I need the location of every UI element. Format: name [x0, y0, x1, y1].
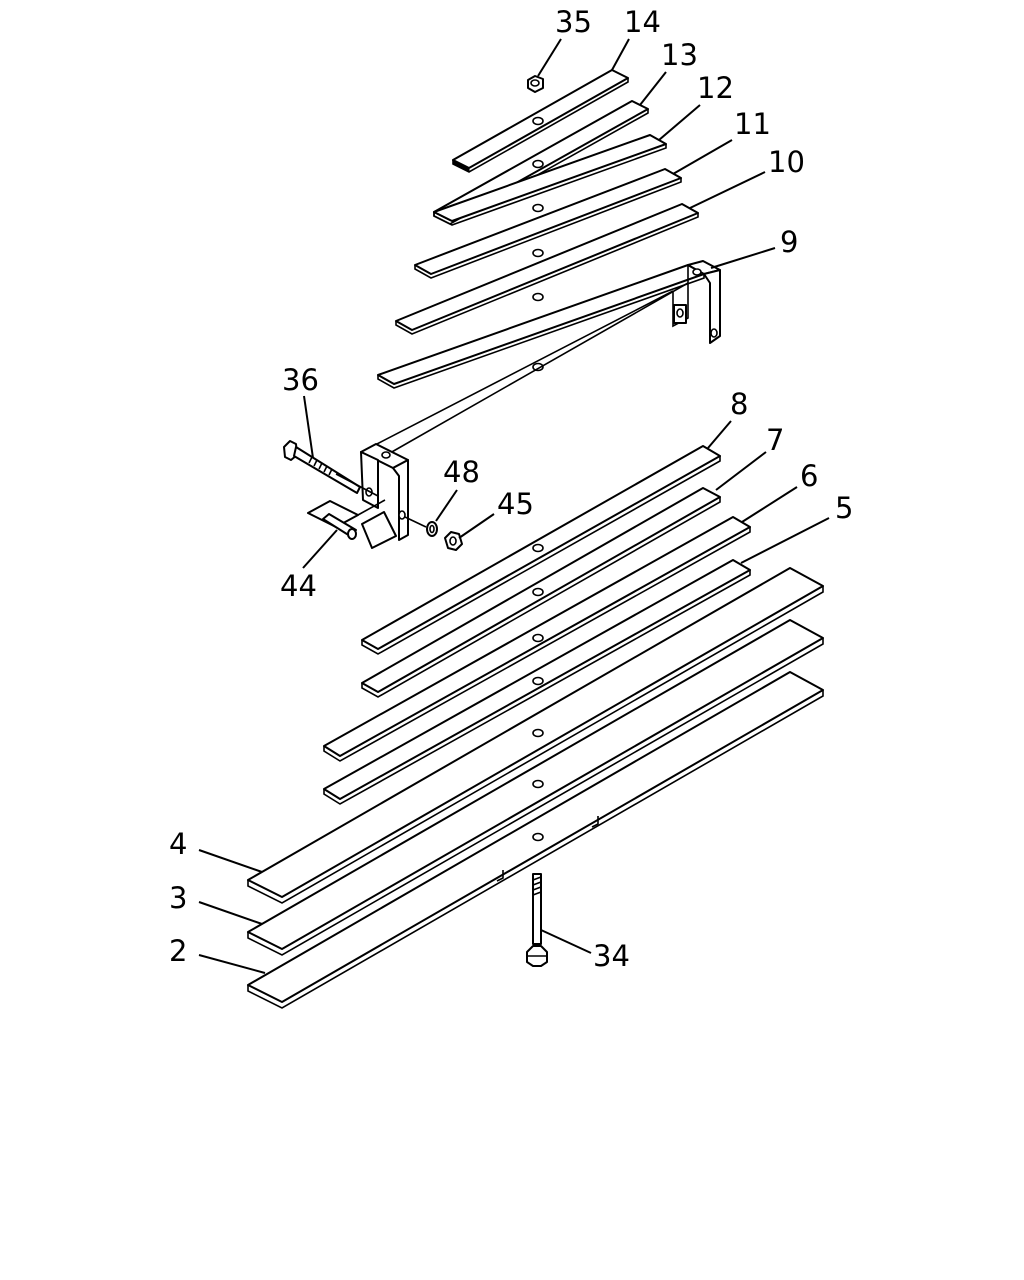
leader-45: [458, 513, 495, 539]
leader-7: [715, 451, 767, 491]
nut-35: [527, 75, 544, 93]
nut-45: [444, 531, 463, 551]
callouts: 35 14 13 12 11 10 9 36 8 7 6 5 48 45 44 …: [169, 5, 853, 973]
callout-6: 6: [800, 459, 818, 493]
leader-11: [672, 139, 733, 175]
shim-44: [307, 499, 397, 549]
callout-9: 9: [780, 225, 798, 259]
leader-14: [611, 38, 630, 71]
leaf-10: [395, 203, 699, 335]
callout-14: 14: [624, 5, 661, 39]
callout-35: 35: [555, 5, 592, 39]
leaf-14: [452, 69, 630, 173]
leader-35: [537, 38, 562, 77]
callout-7: 7: [766, 423, 784, 457]
callout-48: 48: [443, 455, 480, 489]
callout-34: 34: [593, 939, 630, 973]
leader-6: [741, 486, 798, 523]
center-bolt-34: [526, 873, 548, 967]
leader-3: [198, 901, 263, 925]
leader-4: [198, 849, 263, 873]
leaf-4: [247, 567, 824, 904]
leader-5: [740, 517, 830, 564]
callout-5: 5: [835, 491, 853, 525]
leader-12: [658, 104, 701, 141]
leaf-9-with-brackets: [360, 260, 721, 541]
leaf-8: [361, 445, 721, 655]
leaf-12: [433, 134, 667, 226]
leaf-3: [247, 619, 824, 956]
leaf-7: [361, 487, 721, 698]
leader-lines: [198, 38, 830, 974]
leader-34: [540, 929, 592, 954]
leaf-5: [323, 559, 751, 805]
callout-45: 45: [497, 487, 534, 521]
callout-11: 11: [734, 107, 771, 141]
leader-36: [303, 395, 314, 459]
callout-44: 44: [280, 569, 317, 603]
leaf-2: [247, 671, 824, 1009]
leader-10: [689, 171, 766, 209]
callout-8: 8: [730, 387, 748, 421]
leader-2: [198, 954, 266, 974]
leader-8: [707, 420, 732, 449]
callout-4: 4: [169, 827, 187, 861]
leader-48: [435, 489, 458, 522]
callout-12: 12: [697, 71, 734, 105]
leader-9: [710, 247, 776, 269]
washer-48: [404, 516, 438, 537]
callout-2: 2: [169, 934, 187, 968]
leaf-11: [414, 168, 682, 279]
callout-13: 13: [661, 38, 698, 72]
callout-36: 36: [282, 363, 319, 397]
callout-10: 10: [768, 145, 805, 179]
leader-44: [302, 529, 338, 569]
leaf-6: [323, 516, 751, 762]
bolt-36: [283, 440, 379, 497]
callout-3: 3: [169, 881, 187, 915]
leader-13: [639, 71, 667, 106]
